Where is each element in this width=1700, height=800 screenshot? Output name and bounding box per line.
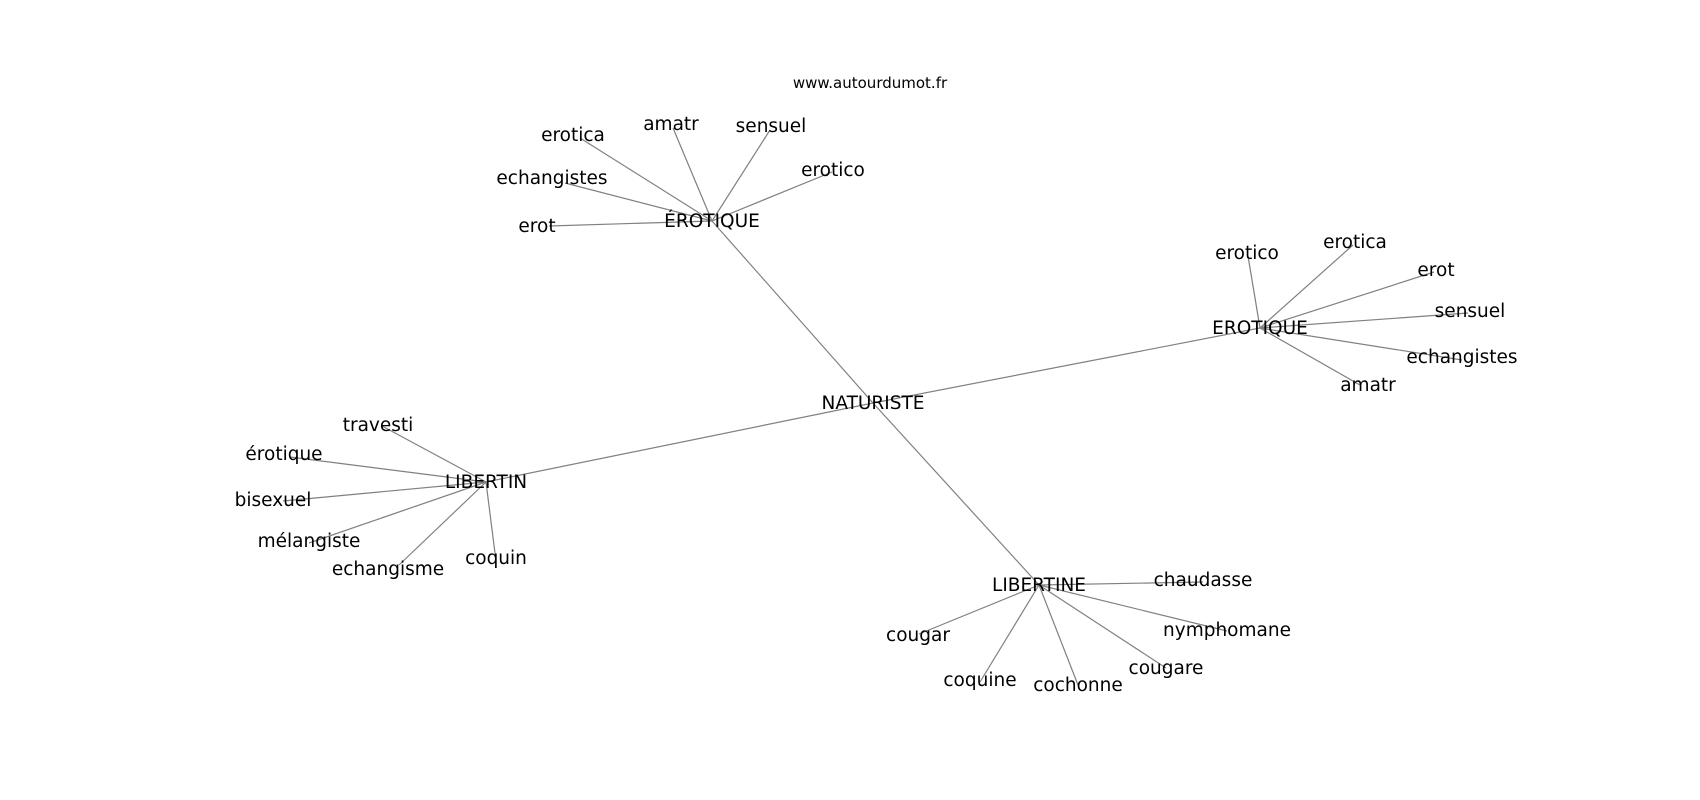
node-leaf-erotique-caps-1[interactable]: erotica	[1323, 232, 1387, 253]
edge-erotique-accent-leaf-0	[579, 137, 713, 222]
node-leaf-erotique-accent-0[interactable]: erotica	[541, 125, 605, 146]
node-erotique-accent[interactable]: ÉROTIQUE	[664, 210, 760, 232]
edge-erotique-caps-leaf-5	[1259, 327, 1361, 386]
edge-erotique-accent-leaf-2	[711, 129, 771, 222]
edge-libertine-leaf-0	[1038, 581, 1204, 586]
edge-root-libertine	[872, 402, 1040, 586]
edge-erotique-accent-leaf-1	[672, 127, 713, 222]
edge-erotique-caps-leaf-0	[1247, 255, 1261, 329]
node-leaf-libertine-4[interactable]: cochonne	[1033, 675, 1123, 696]
edge-root-erotique-caps	[872, 327, 1261, 404]
node-leaf-erotique-accent-5[interactable]: erot	[518, 216, 555, 237]
site-url[interactable]: www.autourdumot.fr	[793, 74, 948, 92]
edge-erotique-accent-leaf-5	[548, 220, 713, 227]
edge-libertine-leaf-3	[979, 584, 1040, 683]
edge-erotique-accent-leaf-4	[564, 182, 713, 222]
edge-erotique-caps-leaf-2	[1259, 271, 1435, 329]
node-leaf-libertine-3[interactable]: coquine	[943, 670, 1016, 691]
edge-libertine-leaf-2	[918, 584, 1040, 635]
node-leaf-libertin-0[interactable]: travesti	[343, 415, 414, 436]
node-naturiste[interactable]: NATURISTE	[822, 393, 925, 414]
node-leaf-erotique-accent-4[interactable]: echangistes	[496, 168, 607, 189]
node-leaf-libertin-4[interactable]: echangisme	[332, 559, 444, 580]
node-leaf-libertine-5[interactable]: cougare	[1129, 658, 1204, 679]
node-leaf-libertine-0[interactable]: chaudasse	[1154, 570, 1253, 591]
edge-erotique-accent-leaf-3	[711, 171, 833, 222]
edge-libertin-leaf-0	[381, 425, 487, 483]
edge-erotique-caps-leaf-1	[1259, 244, 1354, 329]
edge-libertin-leaf-5	[485, 481, 497, 562]
node-leaf-erotique-accent-2[interactable]: sensuel	[736, 116, 807, 137]
node-erotique-caps[interactable]: EROTIQUE	[1212, 318, 1308, 339]
edge-libertin-leaf-2	[282, 481, 487, 502]
edge-libertine-leaf-1	[1038, 584, 1228, 632]
edge-erotique-caps-leaf-4	[1259, 327, 1463, 361]
node-libertine[interactable]: LIBERTINE	[992, 575, 1086, 596]
edge-libertin-leaf-1	[289, 456, 487, 483]
edge-libertin-leaf-4	[398, 481, 487, 566]
edge-root-erotique-accent	[711, 220, 874, 404]
node-leaf-erotique-accent-1[interactable]: amatr	[643, 114, 699, 135]
node-leaf-erotique-caps-4[interactable]: echangistes	[1406, 347, 1517, 368]
node-leaf-libertin-3[interactable]: mélangiste	[258, 531, 361, 552]
node-leaf-libertine-1[interactable]: nymphomane	[1163, 620, 1291, 641]
node-libertin[interactable]: LIBERTIN	[445, 472, 527, 493]
node-leaf-erotique-accent-3[interactable]: erotico	[801, 160, 865, 181]
node-leaf-erotique-caps-5[interactable]: amatr	[1340, 375, 1396, 396]
edge-libertine-leaf-4	[1038, 584, 1079, 686]
node-leaf-erotique-caps-2[interactable]: erot	[1417, 260, 1454, 281]
edge-root-libertin	[485, 402, 874, 483]
node-leaf-erotique-caps-3[interactable]: sensuel	[1435, 301, 1506, 322]
graph-labels: www.autourdumot.fr NATURISTE ÉROTIQUE ero…	[235, 74, 1518, 696]
graph-edges	[282, 127, 1469, 686]
node-leaf-libertin-1[interactable]: érotique	[245, 444, 322, 465]
edge-libertine-leaf-5	[1038, 584, 1167, 669]
edge-erotique-caps-leaf-3	[1259, 312, 1469, 329]
node-leaf-libertin-5[interactable]: coquin	[465, 548, 527, 569]
node-leaf-erotique-caps-0[interactable]: erotico	[1215, 243, 1279, 264]
node-leaf-libertine-2[interactable]: cougar	[886, 625, 950, 646]
edge-libertin-leaf-3	[308, 481, 487, 544]
node-leaf-libertin-2[interactable]: bisexuel	[235, 490, 312, 511]
